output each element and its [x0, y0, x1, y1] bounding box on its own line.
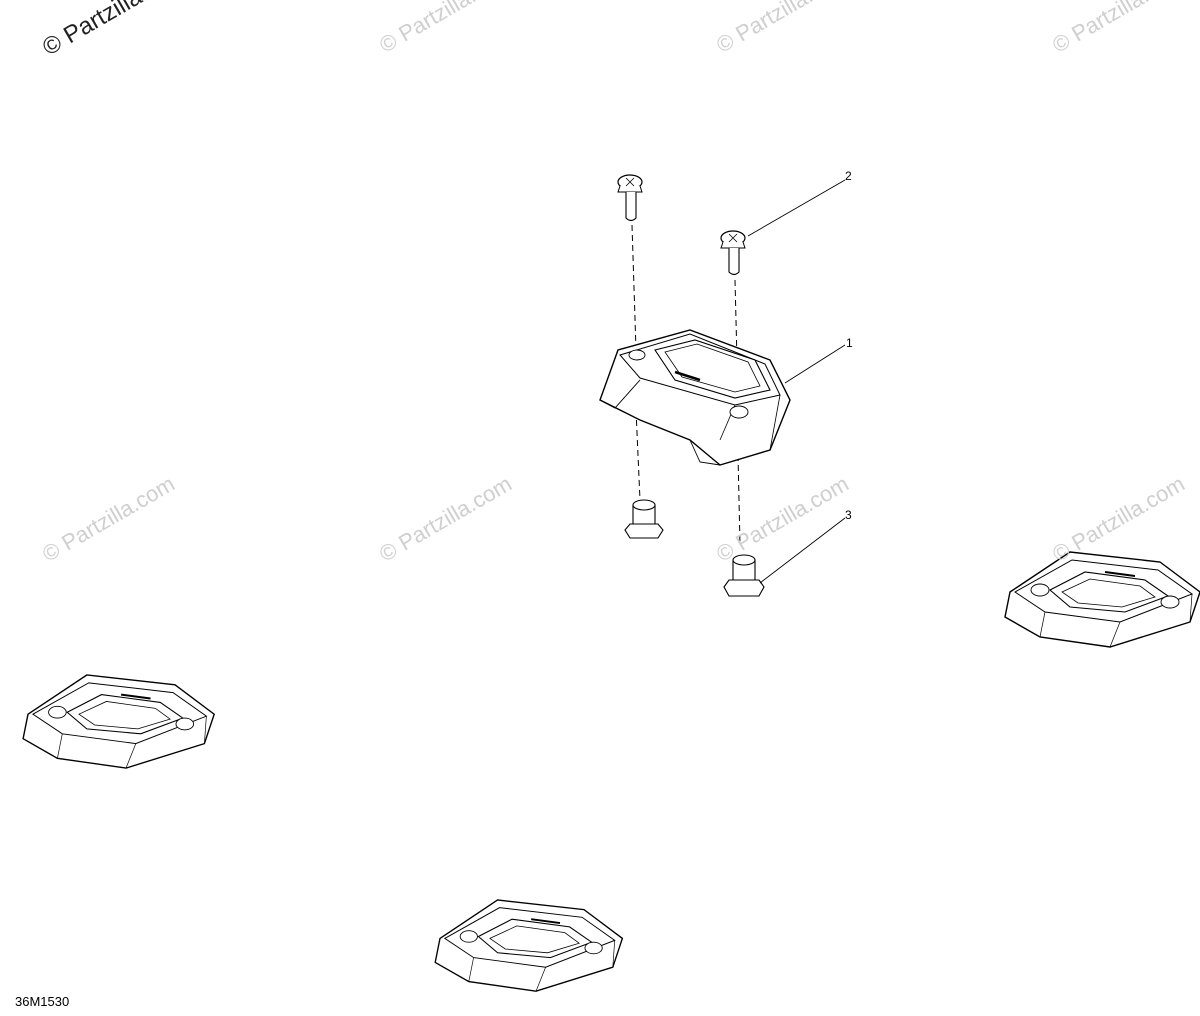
callout-2: 2: [845, 169, 852, 183]
bezel-main: [599, 329, 791, 466]
screw-left: [617, 174, 643, 222]
screw-right: [720, 230, 746, 276]
callout-3: 3: [845, 508, 852, 522]
bezel-view-right: [1004, 551, 1200, 648]
bezel-view-left: [22, 674, 216, 770]
figure-id: 36M1530: [15, 994, 70, 1009]
bezel-view-bottom: [434, 899, 624, 993]
callout-1: 1: [846, 336, 853, 350]
nut-left: [624, 499, 664, 539]
nut-right: [723, 554, 765, 597]
leader-lines: [747, 179, 846, 584]
